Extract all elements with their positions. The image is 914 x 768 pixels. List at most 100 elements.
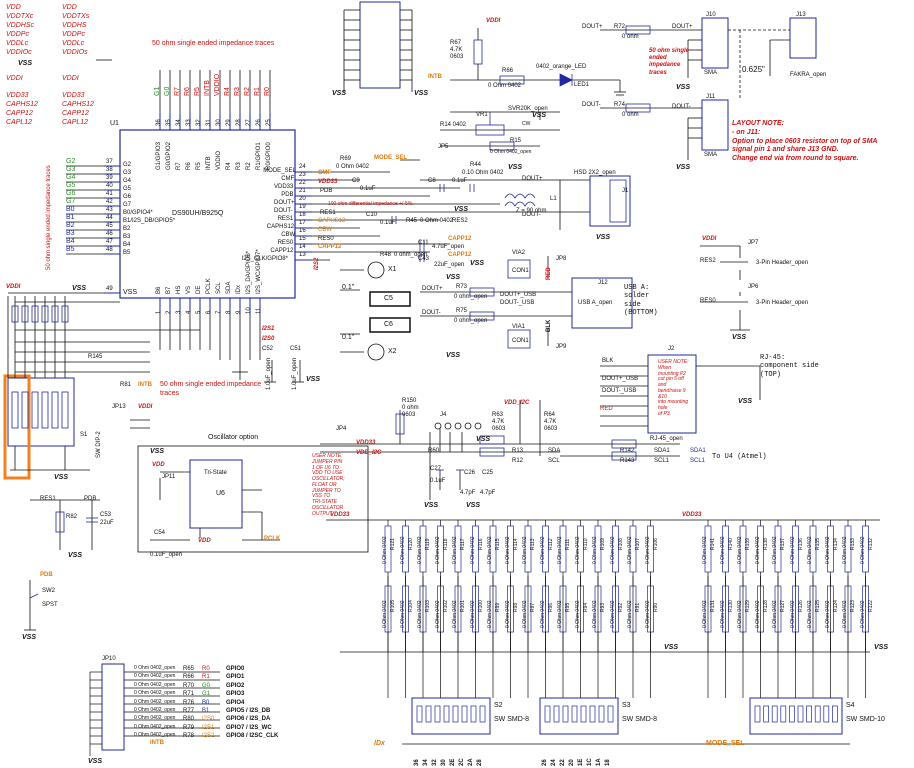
dout-m-usb: DOUT-_USB: [500, 300, 535, 306]
alias-capp12: CAPP12: [62, 110, 89, 117]
u1-pin-caphs12: CAPHS12: [266, 224, 295, 230]
vdd-u6: VDD: [198, 538, 211, 544]
r60: R60: [428, 448, 440, 454]
osc-option-box: [137, 445, 369, 553]
gpio-label: GPIO2: [226, 682, 245, 689]
u1-pin-num: 22: [299, 180, 306, 186]
l1: L1: [550, 196, 557, 202]
u1-pin-num: 23: [299, 172, 306, 178]
res-ref: R113: [530, 538, 536, 550]
j13-fakra: [789, 17, 817, 59]
res-value: 0 Ohm 0402: [824, 600, 831, 628]
note-layout: LAYOUT NOTE: - on J11: Option to place 0…: [732, 120, 878, 162]
res-ref: R129: [745, 600, 751, 612]
u1-pin-g2: G2: [123, 162, 132, 168]
tri-state: Tri-State: [204, 470, 227, 476]
u1-pin-dout-: DOUT+: [274, 200, 295, 206]
gpio-net: R1: [202, 674, 210, 681]
res-value: 0 Ohm 0402: [842, 536, 848, 564]
jp4: JP4: [336, 426, 347, 432]
c25-value: 4.7pF: [480, 490, 496, 496]
u1-ref: U1: [110, 120, 119, 127]
c43-value: 22uF_open: [434, 262, 465, 268]
u1-pin-num: 43: [106, 207, 113, 213]
r66-value: 0 Ohm 0402: [488, 83, 522, 89]
dout-m-usb-l: DOUT-: [422, 310, 441, 316]
res-ref: R115: [495, 538, 501, 550]
r69: R69: [340, 156, 352, 162]
u1-pin-num: 7: [216, 310, 222, 314]
gpio-res-value: 0 Ohm 0402_open: [134, 732, 176, 739]
u1-pin-capp12: CAPP12: [270, 248, 294, 254]
res2-label: RES2: [452, 218, 468, 224]
u1-pin-num: 25: [266, 119, 272, 126]
u1-pin-num: 35: [166, 119, 172, 126]
s1: S1: [80, 432, 88, 438]
u1-pin-num: 19: [299, 204, 306, 210]
net-b4: B4: [66, 238, 75, 245]
u1-bottom-pin: DE: [196, 285, 202, 294]
s3-slot: [562, 705, 569, 723]
note-diff-impedance: 100 ohm differential impedance +/-5%.: [328, 201, 414, 207]
j4: J4: [440, 412, 447, 418]
cw: CW: [522, 121, 531, 127]
hdr-jp7: 3-Pin Header_open: [756, 260, 809, 266]
r45: R45: [406, 218, 418, 224]
cmf-net: CMF: [318, 170, 331, 176]
jp5: JP5: [438, 144, 449, 150]
res-ref: R122: [867, 600, 874, 612]
res-value: 0 Ohm 0402: [754, 536, 761, 564]
u1-pin-num: 13: [299, 252, 306, 258]
res-value: 0 Ohm 0402: [382, 536, 388, 564]
res-value: 0 Ohm 0402: [737, 536, 743, 564]
s4-switch: [749, 697, 843, 735]
u1-vss-pin: VSS: [123, 289, 138, 296]
res-ref: R141: [710, 538, 716, 550]
res-value: 0 Ohm 0402: [807, 536, 813, 564]
u1-top-pin: R3: [236, 162, 242, 170]
res-value: 0 Ohm 0402: [644, 536, 651, 564]
idx-bit: 20: [569, 759, 575, 766]
u1-pin-num: 48: [106, 247, 113, 253]
res-ref: R96: [547, 602, 554, 612]
u1-pin-num: 26: [256, 119, 262, 126]
net-b5: B5: [66, 246, 75, 253]
res-value: 0 Ohm 0402: [859, 600, 866, 628]
capp12-net-b: CAPP12: [448, 236, 472, 242]
vss-array-b: VSS: [874, 644, 889, 651]
s2-type: SW SMD-8: [494, 716, 529, 723]
s4-slot: [806, 705, 812, 723]
u1-pin-num: 21: [299, 188, 306, 194]
s2-slot: [461, 705, 468, 723]
s2-slot: [470, 705, 477, 723]
vdd-osc: VDD: [152, 462, 165, 468]
j1-hsd: [589, 175, 631, 227]
net-b1: B1: [66, 214, 75, 221]
idx-bit: 36: [414, 759, 420, 766]
res-ref: R124: [832, 600, 839, 612]
vdd33-array-a: VDD33: [330, 512, 350, 518]
dout-p-j2: DOUT+_USB: [602, 376, 639, 382]
net-capp12: CAPP12: [6, 110, 33, 117]
res-ref: R105: [390, 600, 396, 612]
gpio-label: GPIO7 / I2S_WC: [226, 724, 272, 731]
u1-pin-num: 10: [246, 307, 252, 314]
u1-pin-num: 24: [299, 164, 306, 170]
res-ref: R119: [425, 538, 431, 550]
idx-bit: 18: [605, 759, 611, 766]
idx-bit: 30: [441, 759, 447, 766]
net-vddi-left: VDDI: [6, 75, 23, 82]
res-value: 0 Ohm 0402: [574, 600, 581, 628]
u1-pin-b4: B4: [123, 242, 131, 248]
s3-slot: [553, 705, 560, 723]
dist-bottom: 0.1": [342, 334, 355, 341]
mode-sel-net: MODE_SEL: [374, 155, 408, 161]
gpio-label: GPIO6 / I2S_DA: [226, 716, 271, 723]
r81: R81: [120, 382, 132, 388]
net-vdd33: VDD33: [6, 92, 29, 99]
i2s0-net: I2S0: [262, 336, 275, 342]
u1-pin-num: 32: [196, 119, 202, 126]
u1-pin-num: 8: [226, 310, 232, 314]
gpio-res-value: 0 Ohm 0402_open: [134, 690, 176, 697]
res-ref: R128: [762, 600, 769, 612]
